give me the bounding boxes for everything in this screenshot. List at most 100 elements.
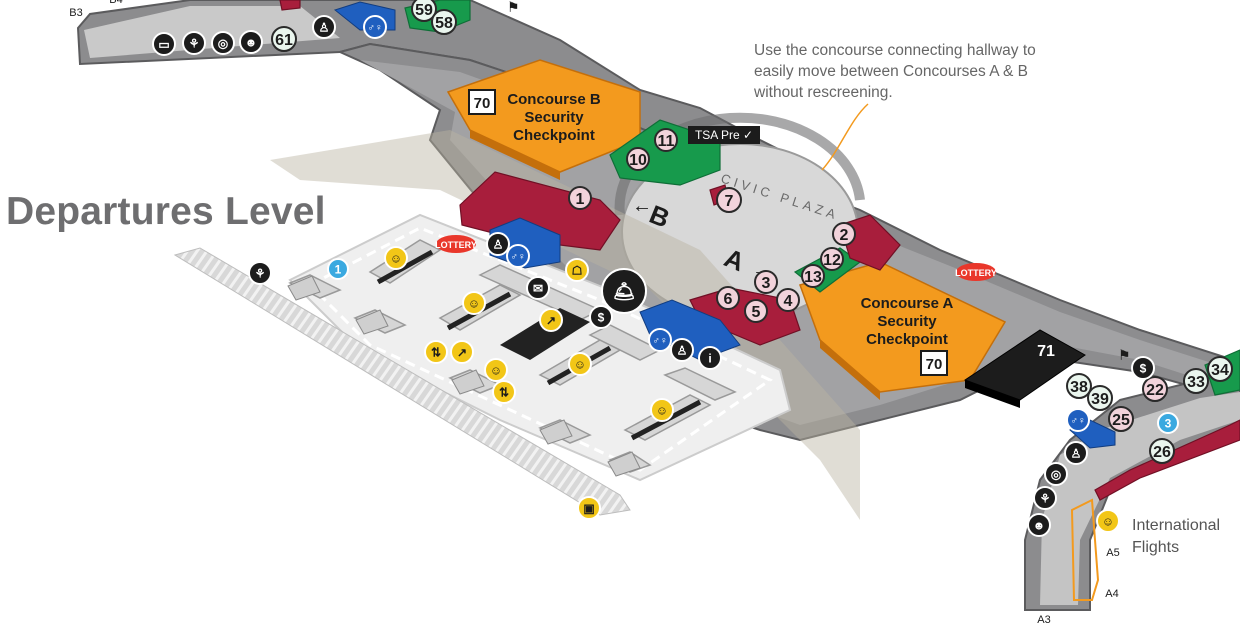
security-lane-13-label: 13 [804,269,822,286]
security-lane-1[interactable]: 1 [568,186,592,210]
concourse-a-checkpoint-line-1: Concourse A [861,295,954,312]
hearing-loop-icon[interactable]: ◎ [1044,462,1068,486]
gate-22-label: 22 [1146,382,1164,399]
gate-61[interactable]: 61 [271,26,297,52]
gate-26[interactable]: 26 [1149,438,1175,464]
concourse-b-arrow-icon: ← [632,195,652,217]
security-lane-12-label: 12 [823,252,841,269]
nursing-icon[interactable]: ♙ [1064,441,1088,465]
gate-38[interactable]: 38 [1066,373,1092,399]
concourse-b-checkpoint-line-2: Security [524,109,584,126]
nursing-icon[interactable]: ♙ [670,338,694,362]
restroom-icon-1[interactable]: ♂♀ [363,15,387,39]
security-lane-6[interactable]: 6 [716,286,740,310]
gate-34-label: 34 [1211,362,1229,379]
pet-relief-icon[interactable]: ⚘ [182,31,206,55]
gate-33-label: 33 [1187,374,1205,391]
information-icon[interactable]: i [698,346,722,370]
escalator-icon-label: ↗ [457,345,467,359]
security-lane-13[interactable]: 13 [801,264,825,288]
restroom-icon-3[interactable]: ♂♀ [648,328,672,352]
pet-relief-icon[interactable]: ⚘ [248,261,272,285]
restroom-icon-3-label: ♂♀ [653,336,668,347]
checkered-flag-icon: ⚑ [507,0,520,15]
elevator-icon[interactable]: ⇅ [492,380,516,404]
pet-relief-icon-label: ⚘ [189,36,200,50]
door-marker-b3: B3 [69,7,82,19]
door-marker-a4: A4 [1105,588,1118,600]
ticketing-icon-label: ☺ [574,357,586,371]
escalator-icon[interactable]: ↗ [450,340,474,364]
ticketing-icon[interactable]: ☺ [384,246,408,270]
dollar-icon-label: $ [1140,361,1147,375]
curb-posts [287,275,641,477]
dollar-icon[interactable]: $ [589,305,613,329]
concourse-a-checkpoint-line-3: Checkpoint [866,331,948,348]
gate-71-label: 71 [1037,343,1055,360]
service-bell-icon[interactable]: 🛎 [601,268,647,314]
security-lane-2[interactable]: 2 [832,222,856,246]
tsa-pre-badge [688,126,760,144]
baggage-cart-icon[interactable]: ☖ [565,258,589,282]
ticketing-icon[interactable]: ☺ [650,398,674,422]
escalator-icon[interactable]: ↗ [539,308,563,332]
checkpoint-b-number-box [468,89,496,115]
gate-39[interactable]: 39 [1087,385,1113,411]
lottery-label: LOTTERY [435,240,477,250]
security-lane-6-label: 6 [724,291,733,308]
gate-22[interactable]: 22 [1142,376,1168,402]
elevator-icon[interactable]: ⇅ [424,340,448,364]
gate-59-label: 59 [415,2,433,19]
restroom-icon-4[interactable]: ♂♀ [1066,408,1090,432]
elevator-icon-label: ⇅ [431,345,441,359]
car-rental-icon[interactable]: ▣ [577,496,601,520]
family-icon-label: ☻ [1033,518,1046,532]
ticketing-icon[interactable]: ☺ [1096,509,1120,533]
gate-25[interactable]: 25 [1108,406,1134,432]
mail-icon-label: ✉ [533,281,543,295]
security-lane-3[interactable]: 3 [754,270,778,294]
gate-59[interactable]: 59 [411,0,437,22]
security-lane-10-label: 10 [629,152,647,169]
dollar-icon[interactable]: $ [1131,356,1155,380]
ticketing-icon[interactable]: ☺ [462,291,486,315]
checkered-flag-icon: ⚑ [1118,347,1131,363]
hearing-loop-icon[interactable]: ◎ [211,31,235,55]
concourse-b-checkpoint-line-1: Concourse B [507,91,601,108]
family-icon-label: ☻ [245,35,258,49]
hearing-loop-icon-label: ◎ [218,36,229,50]
gate-58[interactable]: 58 [431,9,457,35]
family-icon[interactable]: ☻ [239,30,263,54]
nursing-icon-label: ♙ [1071,446,1082,460]
mask-icon[interactable]: ▭ [152,32,176,56]
checkpoint-b-number: 70 [474,95,491,112]
security-lane-4[interactable]: 4 [776,288,800,312]
security-lane-11-label: 11 [658,133,675,150]
nursing-icon[interactable]: ♙ [486,232,510,256]
escalator-icon-label: ↗ [546,313,556,327]
security-lane-11[interactable]: 11 [654,128,678,152]
checkpoint-a-number-box [920,350,948,376]
restroom-icon-1-label: ♂♀ [368,23,383,34]
gate-26-label: 26 [1153,444,1171,461]
pet-relief-icon[interactable]: ⚘ [1033,486,1057,510]
gate-34[interactable]: 34 [1207,356,1233,382]
restroom-icon-2[interactable]: ♂♀ [506,244,530,268]
ticketing-icon[interactable]: ☺ [484,358,508,382]
security-lane-5[interactable]: 5 [744,299,768,323]
ticketing-icon-label: ☺ [1102,514,1114,528]
security-lane-10[interactable]: 10 [626,147,650,171]
mail-icon[interactable]: ✉ [526,276,550,300]
family-icon[interactable]: ☻ [1027,513,1051,537]
security-lane-12[interactable]: 12 [820,247,844,271]
ticketing-icon[interactable]: ☺ [568,352,592,376]
gate-7-label: 7 [725,193,734,210]
door-marker-a3: A3 [1037,614,1050,626]
service-bell-icon-label: 🛎 [613,281,636,301]
restroom-icon-4-label: ♂♀ [1071,416,1086,427]
gate-33[interactable]: 33 [1183,368,1209,394]
nursing-icon[interactable]: ♙ [312,15,336,39]
curbside-roadway [173,247,631,516]
gate-7[interactable]: 7 [716,187,742,213]
